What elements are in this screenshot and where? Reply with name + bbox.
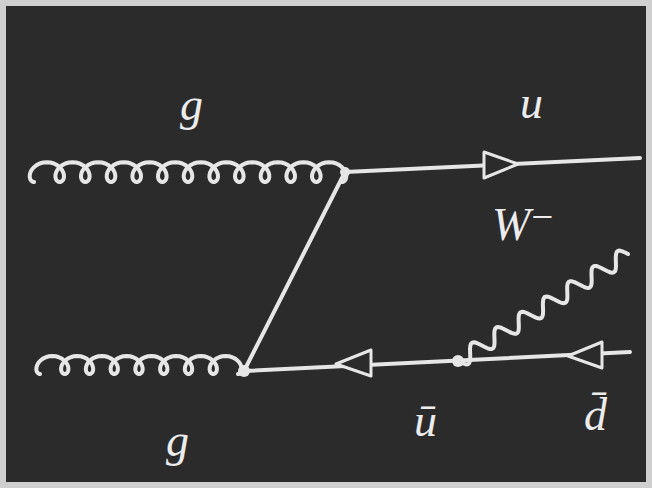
propagator-line bbox=[244, 172, 345, 371]
particle-label: g bbox=[166, 418, 189, 464]
vertex-dot bbox=[238, 365, 250, 377]
vertex-dot bbox=[340, 167, 350, 177]
particle-label: d̄ bbox=[584, 392, 607, 438]
particle-label: ū bbox=[414, 398, 437, 444]
particle-label: u bbox=[520, 80, 543, 126]
arrowhead bbox=[484, 152, 518, 178]
particle-label: g bbox=[180, 82, 203, 128]
arrowhead bbox=[568, 342, 602, 368]
vertex-dot bbox=[452, 355, 464, 367]
blackboard: g uW⁻ g ū d̄ bbox=[6, 6, 646, 482]
gluon-line bbox=[36, 356, 241, 374]
arrowhead bbox=[336, 350, 371, 376]
particle-label: W⁻ bbox=[492, 202, 555, 248]
gluon-line bbox=[30, 162, 347, 182]
